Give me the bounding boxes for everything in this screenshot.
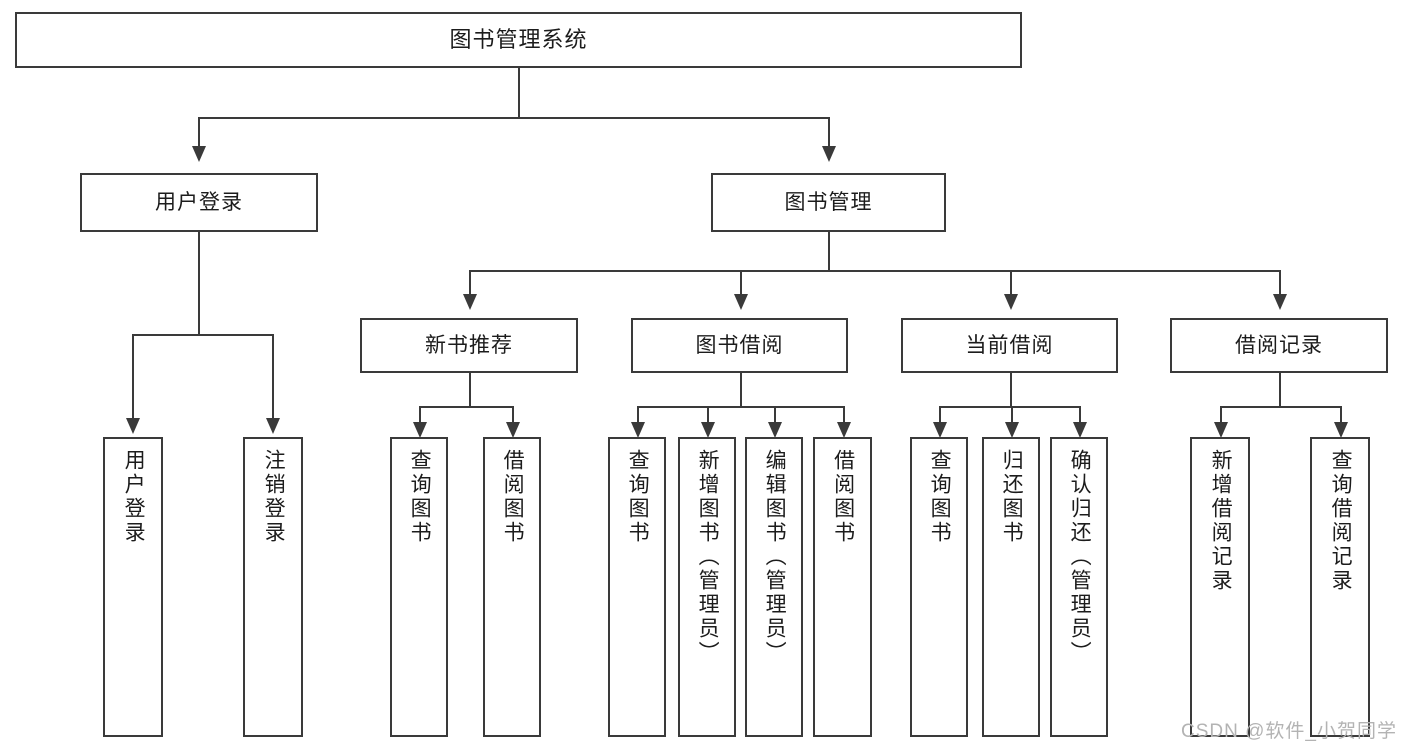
connector-new-book-rec-trunk bbox=[469, 373, 471, 407]
node-leaf-borrow-book-rec[interactable]: 借阅图书 bbox=[483, 437, 541, 737]
node-leaf-add-book[interactable]: 新增图书（管理员） bbox=[678, 437, 736, 737]
node-borrow-record[interactable]: 借阅记录 bbox=[1170, 318, 1388, 373]
arrow-to-leaf-return-book bbox=[1005, 422, 1019, 438]
arrow-to-book-manage bbox=[822, 146, 836, 162]
node-book-manage[interactable]: 图书管理 bbox=[711, 173, 946, 232]
arrow-to-leaf-add-record bbox=[1214, 422, 1228, 438]
arrow-to-leaf-borrow-book-rec bbox=[506, 422, 520, 438]
connector-root-to-user-login bbox=[198, 117, 200, 147]
arrow-to-leaf-borrow-book bbox=[837, 422, 851, 438]
arrow-to-leaf-query-book-bor bbox=[631, 422, 645, 438]
node-leaf-query-book-bor[interactable]: 查询图书 bbox=[608, 437, 666, 737]
connector-bb-3 bbox=[774, 406, 776, 423]
node-new-book-rec[interactable]: 新书推荐 bbox=[360, 318, 578, 373]
arrow-to-leaf-confirm-return bbox=[1073, 422, 1087, 438]
connector-bm-to-new-book-rec bbox=[469, 270, 471, 295]
node-book-borrow[interactable]: 图书借阅 bbox=[631, 318, 848, 373]
connector-current-borrow-trunk bbox=[1010, 373, 1012, 407]
connector-user-login-left bbox=[132, 334, 134, 419]
connector-root-trunk bbox=[518, 68, 520, 118]
node-leaf-borrow-book[interactable]: 借阅图书 bbox=[813, 437, 872, 737]
arrow-to-leaf-query-book-rec bbox=[413, 422, 427, 438]
arrow-to-leaf-query-book-cur bbox=[933, 422, 947, 438]
node-user-login[interactable]: 用户登录 bbox=[80, 173, 318, 232]
node-root[interactable]: 图书管理系统 bbox=[15, 12, 1022, 68]
connector-bm-to-book-borrow bbox=[740, 270, 742, 295]
connector-user-login-bar bbox=[132, 334, 272, 336]
arrow-to-leaf-user-login bbox=[126, 418, 140, 434]
node-current-borrow[interactable]: 当前借阅 bbox=[901, 318, 1118, 373]
connector-current-borrow-bar bbox=[939, 406, 1079, 408]
arrow-to-current-borrow bbox=[1004, 294, 1018, 310]
arrow-to-leaf-query-record bbox=[1334, 422, 1348, 438]
node-leaf-query-record[interactable]: 查询借阅记录 bbox=[1310, 437, 1370, 737]
node-leaf-edit-book[interactable]: 编辑图书（管理员） bbox=[745, 437, 803, 737]
connector-book-borrow-trunk bbox=[740, 373, 742, 407]
node-leaf-return-book[interactable]: 归还图书 bbox=[982, 437, 1040, 737]
arrow-to-user-login bbox=[192, 146, 206, 162]
arrow-to-borrow-record bbox=[1273, 294, 1287, 310]
node-leaf-user-login[interactable]: 用户登录 bbox=[103, 437, 163, 737]
connector-book-manage-trunk bbox=[828, 232, 830, 271]
connector-cb-1 bbox=[939, 406, 941, 423]
node-leaf-user-logout[interactable]: 注销登录 bbox=[243, 437, 303, 737]
arrow-to-leaf-edit-book bbox=[768, 422, 782, 438]
connector-bb-2 bbox=[707, 406, 709, 423]
connector-borrow-record-trunk bbox=[1279, 373, 1281, 407]
connector-book-manage-bar bbox=[469, 270, 1280, 272]
connector-cb-2 bbox=[1011, 406, 1013, 423]
connector-root-to-book-manage bbox=[828, 117, 830, 147]
connector-book-borrow-bar bbox=[637, 406, 843, 408]
connector-bb-4 bbox=[843, 406, 845, 423]
node-leaf-query-book-rec[interactable]: 查询图书 bbox=[390, 437, 448, 737]
connector-user-login-right bbox=[272, 334, 274, 419]
connector-nbr-right bbox=[512, 406, 514, 423]
node-leaf-query-book-cur[interactable]: 查询图书 bbox=[910, 437, 968, 737]
connector-br-right bbox=[1340, 406, 1342, 423]
connector-root-bar bbox=[198, 117, 830, 119]
connector-bb-1 bbox=[637, 406, 639, 423]
connector-nbr-left bbox=[419, 406, 421, 423]
connector-user-login-trunk bbox=[198, 232, 200, 335]
connector-borrow-record-bar bbox=[1220, 406, 1340, 408]
arrow-to-leaf-user-logout bbox=[266, 418, 280, 434]
connector-cb-3 bbox=[1079, 406, 1081, 423]
connector-bm-to-current-borrow bbox=[1010, 270, 1012, 295]
arrow-to-new-book-rec bbox=[463, 294, 477, 310]
connector-br-left bbox=[1220, 406, 1222, 423]
connector-new-book-rec-bar bbox=[419, 406, 512, 408]
node-leaf-add-record[interactable]: 新增借阅记录 bbox=[1190, 437, 1250, 737]
arrow-to-leaf-add-book bbox=[701, 422, 715, 438]
connector-bm-to-borrow-record bbox=[1279, 270, 1281, 295]
node-leaf-confirm-return[interactable]: 确认归还（管理员） bbox=[1050, 437, 1108, 737]
arrow-to-book-borrow bbox=[734, 294, 748, 310]
